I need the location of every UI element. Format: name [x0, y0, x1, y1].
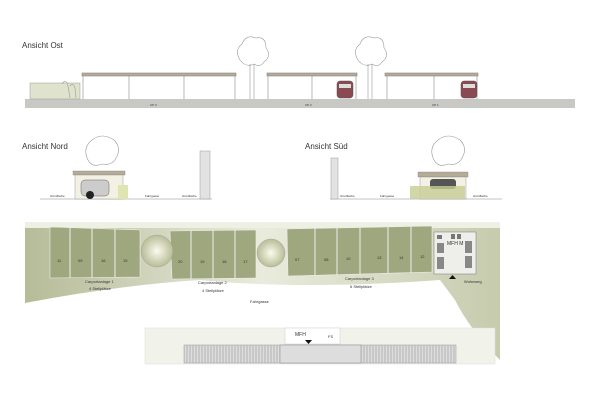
space-number: 14 [399, 255, 404, 260]
mfh-building: MFH FS [144, 327, 496, 365]
tree-icon [256, 238, 286, 268]
tree-icon [140, 234, 174, 268]
ground-label: Fahrgasse [145, 194, 160, 198]
carport-label: CP 1 [432, 103, 439, 107]
space-number: 11 [57, 258, 62, 263]
fs-label: FS [328, 334, 333, 339]
space-number: 18 [222, 259, 227, 264]
view-title: Ansicht Süd [305, 142, 348, 151]
carport-block-2 [169, 229, 257, 280]
space-number: 08 [324, 257, 329, 262]
building-label: MFH M [447, 241, 463, 247]
ground-label: Grünfläche [340, 194, 355, 198]
elevation-east: Ansicht Ost CP 3 CP 2 CP 1 [22, 36, 575, 108]
carport-capacity: 4 Stellplätze [202, 288, 225, 293]
carport-label: CP 3 [150, 103, 157, 107]
entrance-arrow-icon [449, 275, 456, 279]
carport-name: Carportanlage 2 [198, 280, 227, 285]
carport-capacity: 6 Stellplätze [350, 284, 373, 289]
carport-name: Carportanlage 1 [85, 279, 114, 284]
view-title: Ansicht Nord [22, 142, 68, 151]
carport-capacity: 4 Stellplätze [89, 286, 112, 291]
entrance-arrow-icon [305, 340, 312, 344]
carport-block-1 [49, 226, 141, 279]
space-number: 13 [377, 255, 382, 260]
ground-label: Fahrgasse [380, 194, 395, 198]
space-number: 10 [346, 256, 351, 261]
space-number: 07 [295, 257, 300, 262]
space-number: 09 [78, 258, 83, 263]
space-number: 20 [178, 259, 183, 264]
space-number: 15 [123, 258, 128, 263]
view-title: Ansicht Ost [22, 41, 64, 50]
ground-label: Grünfläche [182, 194, 197, 198]
ground-label: Grünfläche [473, 194, 488, 198]
space-number: 19 [200, 259, 205, 264]
elevation-north: Ansicht Nord Grünfläche Fahrgasse Grünfl… [22, 135, 212, 200]
space-number: 12 [420, 254, 425, 259]
tree-icon [237, 36, 387, 99]
car-icon [336, 80, 478, 99]
space-number: 16 [101, 258, 106, 263]
elevation-south: Ansicht Süd Grünfläche Fahrgasse Grünflä… [305, 135, 502, 200]
carport-block-3 [286, 225, 433, 277]
ground-label: Grünfläche [50, 194, 65, 198]
site-plan: MFH M Wohnweg Fahrgasse 11 09 16 15 20 1… [25, 222, 500, 365]
carport-name: Carportanlage 3 [345, 276, 374, 281]
building-label: MFH [295, 332, 306, 338]
mfh-m-building: MFH M [433, 231, 477, 279]
driveway-label: Fahrgasse [250, 299, 270, 304]
carport-label: CP 2 [305, 103, 312, 107]
path-label: Wohnweg [464, 279, 482, 284]
space-number: 17 [243, 259, 248, 264]
